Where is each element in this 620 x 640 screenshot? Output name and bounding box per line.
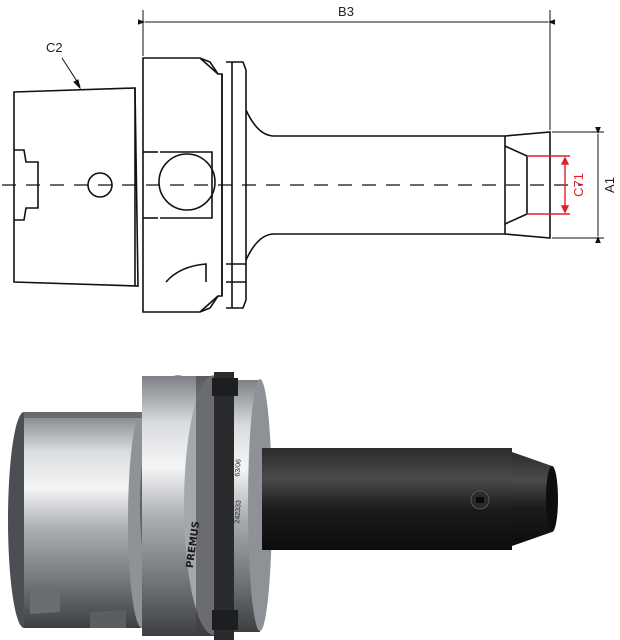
- dimension-b3: [138, 10, 555, 130]
- hsk-taper-outline: [13, 87, 139, 287]
- label-c2: C2: [46, 40, 63, 55]
- dimension-c71: [527, 155, 570, 215]
- photo-shank: [262, 448, 558, 550]
- technical-drawing: [2, 10, 604, 313]
- photo-taper: [8, 412, 156, 628]
- shank-outline: [245, 109, 551, 261]
- label-a1: A1: [602, 177, 617, 193]
- flange-outline: [142, 57, 247, 313]
- marking-code: 63/06: [234, 459, 242, 477]
- leader-c2: [61, 57, 81, 90]
- dimension-a1: [552, 127, 604, 243]
- part-number: 242333: [234, 500, 243, 524]
- label-b3: B3: [338, 4, 354, 19]
- photo-flange: [140, 372, 272, 640]
- label-c71: C71: [571, 173, 586, 197]
- product-photo: [8, 372, 558, 640]
